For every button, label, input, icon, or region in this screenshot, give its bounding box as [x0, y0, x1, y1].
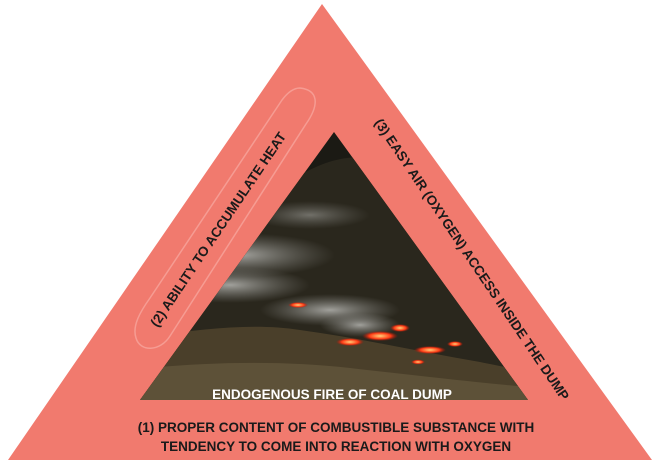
left-label-highlight: [134, 87, 316, 349]
bottom-label-line1: (1) PROPER CONTENT OF COMBUSTIBLE SUBSTA…: [138, 420, 535, 435]
photo-caption: ENDOGENOUS FIRE OF COAL DUMP: [212, 387, 452, 402]
bottom-label-line2: TENDENCY TO COME INTO REACTION WITH OXYG…: [161, 439, 511, 454]
